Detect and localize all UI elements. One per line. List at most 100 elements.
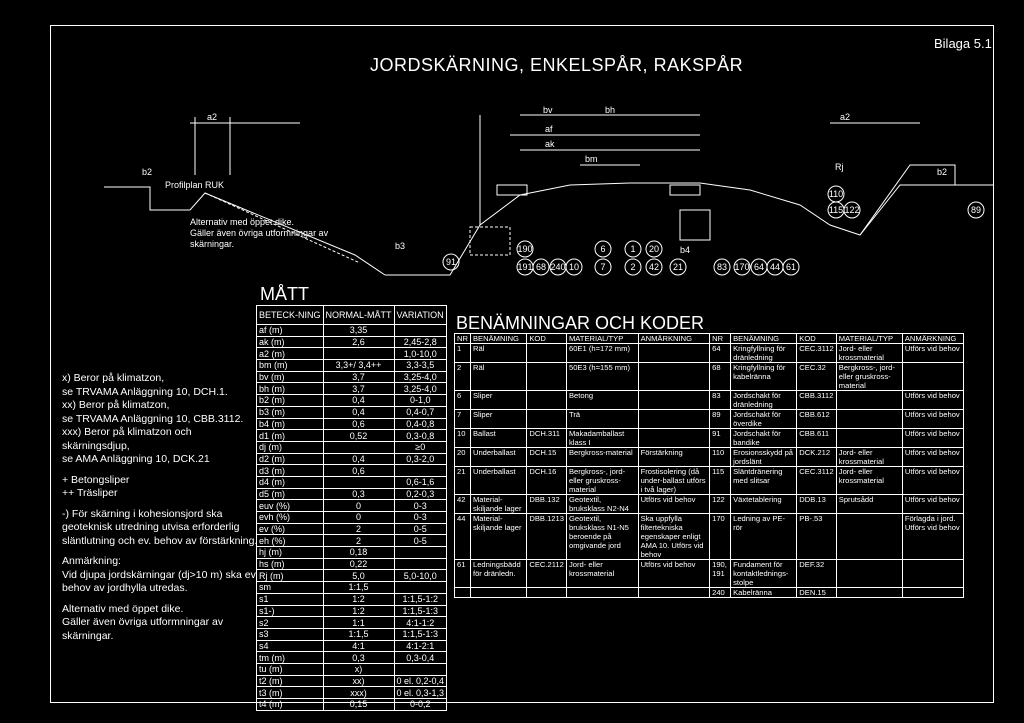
- koder-cell: Växtetablering: [730, 494, 798, 514]
- koder-cell: Fundament för kontaktlednings-stolpe: [730, 559, 798, 588]
- code-circle-label: 68: [536, 262, 546, 272]
- koder-cell: Makadamballast klass I: [565, 428, 639, 448]
- matt-row: t3 (m)xxx)0 el. 0,3-1,3: [256, 686, 448, 699]
- koder-cell: DBB.132: [526, 494, 567, 514]
- matt-cell: 0,2-0,3: [393, 487, 448, 501]
- matt-cell: 0,4-0,8: [393, 417, 448, 431]
- koder-cell: [637, 587, 711, 598]
- matt-cell: s1-): [256, 604, 324, 618]
- matt-cell: 0,15: [322, 698, 395, 711]
- koder-cell: Geotextil, bruksklass N1-N5 beroende på …: [565, 513, 639, 560]
- note-12: Alternativ med öppet dike.: [62, 602, 184, 615]
- code-circle-2: [624, 258, 642, 276]
- matt-cell: x): [322, 662, 395, 676]
- code-circle-label: 115: [829, 205, 843, 215]
- track-formation: [385, 182, 994, 276]
- koder-cell: 110: [709, 447, 732, 467]
- matt-cell: [393, 546, 448, 559]
- code-circle-label: 122: [844, 205, 859, 215]
- code-circle-label: 6: [600, 244, 605, 254]
- code-circle-68: [532, 258, 550, 276]
- koder-cell: CEC.32: [796, 362, 837, 391]
- code-circle-190: [516, 240, 534, 258]
- koder-cell: [526, 362, 567, 391]
- matt-cell: s1: [256, 592, 324, 606]
- matt-cell: 0,3-0,4: [393, 651, 448, 664]
- koder-cell: DEN.15: [796, 587, 837, 598]
- koder-cell: Frostisolering (då under-ballast utförs …: [637, 466, 711, 495]
- code-circle-label: 64: [754, 262, 764, 272]
- koder-cell: DCH.311: [526, 428, 567, 448]
- matt-cell: 0 el. 0,2-0,4: [393, 674, 448, 688]
- code-circle-1: [624, 240, 642, 258]
- matt-header-2: NORMAL-MÅTT: [322, 305, 395, 325]
- koder-cell: [526, 409, 567, 429]
- code-circle-label: 191: [517, 262, 532, 272]
- note-7: + Betongsliper: [62, 473, 130, 486]
- matt-cell: 3,25-4,0: [393, 382, 448, 396]
- matt-cell: d1 (m): [256, 429, 324, 442]
- koder-cell: Räl: [469, 343, 528, 363]
- page-title: JORDSKÄRNING, ENKELSPÅR, RAKSPÅR: [370, 55, 744, 75]
- koder-cell: Ledning av PE-rör: [730, 513, 798, 560]
- matt-cell: 0,4-0,7: [393, 405, 448, 419]
- note-11: Vid djupa jordskärningar (dj>10 m) ska e…: [62, 568, 259, 595]
- koder-cell: 240: [709, 587, 732, 598]
- left-slope-line: [104, 186, 386, 276]
- matt-cell: Rj (m): [256, 569, 324, 583]
- koder-cell: [637, 390, 711, 410]
- matt-cell: [322, 475, 395, 489]
- matt-cell: 0-0,2: [393, 698, 448, 711]
- matt-cell: b4 (m): [256, 417, 324, 431]
- note-1: x) Beror på klimatzon,: [62, 372, 165, 384]
- matt-cell: 1:2: [322, 604, 395, 618]
- sleeper-left: [496, 184, 528, 196]
- koder-cell: 122: [709, 494, 732, 514]
- code-circle-label: 83: [717, 262, 727, 272]
- a2-label: a2: [207, 112, 217, 122]
- koder-cell: Utförs vid behov: [901, 409, 965, 429]
- code-circle-label: 2: [630, 262, 635, 272]
- koder-cell: CEC.3112: [796, 343, 837, 363]
- koder-header: MATERIAL/TYP: [835, 333, 903, 344]
- matt-cell: [322, 347, 395, 361]
- koder-header: NR: [454, 333, 471, 344]
- koder-cell: CBB.612: [796, 409, 837, 429]
- matt-cell: 1:1,5-1:2: [393, 592, 448, 606]
- koder-cell: Ska uppfylla filtertekniska egenskaper e…: [637, 513, 711, 560]
- matt-cell: 3,35: [322, 324, 395, 337]
- koder-cell: Utförs vid behov: [637, 559, 711, 588]
- code-circle-label: 240: [550, 262, 565, 272]
- koder-cell: Underballast: [469, 447, 528, 467]
- matt-cell: 4:1: [322, 639, 395, 653]
- koder-cell: Bergkross-material: [565, 447, 639, 467]
- code-circle-label: 1: [630, 244, 635, 254]
- matt-cell: 0,3: [322, 651, 395, 664]
- koder-header: KOD: [526, 333, 567, 344]
- matt-cell: af (m): [256, 324, 324, 337]
- koder-cell: 7: [454, 409, 471, 429]
- koder-cell: DDB.13: [796, 494, 837, 514]
- koder-header: ANMÄRKNING: [901, 333, 965, 344]
- matt-cell: 2,6: [322, 335, 395, 349]
- koder-cell: 42: [454, 494, 471, 514]
- matt-row: af (m)3,35: [256, 324, 448, 337]
- matt-cell: 0-1,0: [393, 394, 448, 407]
- matt-cell: b3 (m): [256, 405, 324, 419]
- matt-cell: 1:2: [322, 592, 395, 606]
- matt-cell: 5,0: [322, 569, 395, 583]
- matt-cell: tu (m): [256, 662, 324, 676]
- koder-cell: [454, 587, 471, 598]
- koder-header: BENÄMNING: [469, 333, 528, 344]
- matt-row: a2 (m)1,0-10,0: [256, 347, 448, 361]
